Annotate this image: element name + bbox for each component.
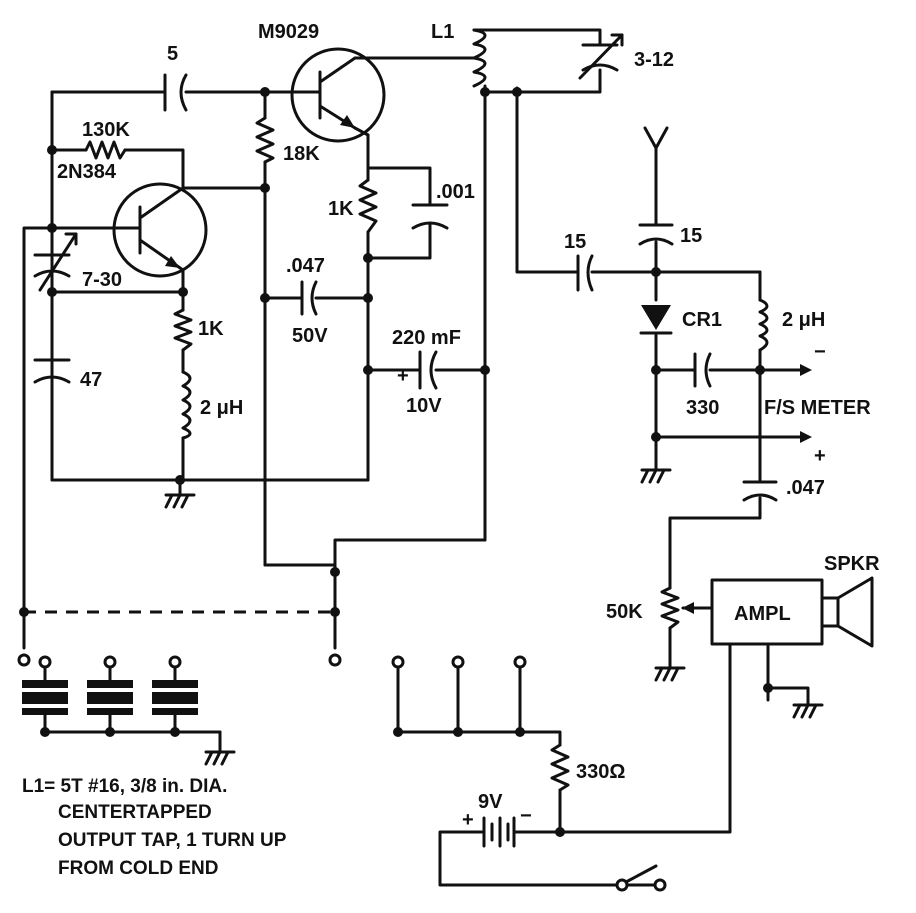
capacitor-15-coupling — [576, 254, 594, 292]
capacitor-3-12 — [578, 33, 624, 80]
label-c-47: 47 — [80, 369, 102, 391]
capacitor-5 — [163, 73, 188, 112]
inductor-2uh-q2 — [181, 370, 192, 440]
wires — [22, 28, 810, 887]
capacitor-001 — [411, 203, 449, 230]
label-l-2uh-detector: 2 μH — [782, 309, 825, 331]
note-line-4: FROM COLD END — [58, 858, 218, 879]
crystal-1 — [22, 666, 68, 715]
label-ampl: AMPL — [734, 603, 791, 625]
note-line-2: CENTERTAPPED — [58, 802, 212, 823]
label-c-5: 5 — [167, 43, 178, 65]
label-cr1: CR1 — [682, 309, 722, 331]
label-battery-9v: 9V — [478, 791, 503, 813]
label-c-15-coupling: 15 — [564, 231, 586, 253]
capacitor-330 — [693, 352, 712, 388]
label-l1: L1 — [431, 21, 454, 43]
transistor-m9029 — [290, 47, 386, 143]
resistor-1k-q2 — [173, 308, 193, 352]
capacitor-47 — [33, 290, 71, 384]
capacitor-7-30 — [33, 226, 78, 294]
label-c-047: .047 — [286, 255, 325, 277]
label-battery-plus: + — [462, 809, 474, 831]
label-r-18k: 18K — [283, 143, 320, 165]
resistor-18k — [255, 116, 275, 164]
junction-dots — [19, 87, 773, 837]
crystal-bank — [22, 666, 198, 715]
label-c-15-antenna: 15 — [680, 225, 702, 247]
label-c-001: .001 — [436, 181, 475, 203]
terminals — [17, 653, 667, 892]
label-2n384: 2N384 — [57, 161, 117, 183]
capacitor-15-antenna — [638, 223, 674, 246]
resistor-330 — [550, 743, 570, 792]
label-c-047-voltage: 50V — [292, 325, 328, 347]
label-c-220-plus: + — [397, 365, 409, 387]
capacitor-047-audio — [742, 480, 778, 502]
label-pot-50k: 50K — [606, 601, 643, 623]
label-c-220: 220 mF — [392, 327, 461, 349]
meter-arrows — [800, 364, 812, 443]
note-line-1: L1= 5T #16, 3/8 in. DIA. — [22, 776, 227, 797]
potentiometer-50k — [660, 586, 694, 630]
crystal-3 — [152, 666, 198, 715]
label-m9029: M9029 — [258, 21, 319, 43]
transistor-2n384 — [112, 182, 208, 278]
label-battery-minus: − — [520, 805, 532, 827]
speaker-icon — [820, 576, 874, 648]
label-c-3-12: 3-12 — [634, 49, 674, 71]
label-r-130k: 130K — [82, 119, 130, 141]
capacitor-047 — [300, 280, 318, 316]
label-c-220-voltage: 10V — [406, 395, 442, 417]
antenna-icon — [643, 126, 669, 150]
label-r-1k-q2: 1K — [198, 318, 224, 340]
label-r-1k-q1: 1K — [328, 198, 354, 220]
label-spkr: SPKR — [824, 553, 880, 575]
ground-icons — [164, 468, 824, 766]
power-switch — [624, 864, 658, 884]
label-c-047-audio: .047 — [786, 477, 825, 499]
label-meter-minus: − — [814, 341, 826, 363]
crystal-2 — [87, 666, 133, 715]
battery-9v — [482, 816, 516, 848]
diode-cr1 — [639, 305, 673, 335]
capacitor-220mf — [418, 350, 438, 390]
label-meter-plus: + — [814, 445, 826, 467]
resistor-130k — [84, 140, 127, 160]
label-l-2uh-q2: 2 μH — [200, 397, 243, 419]
coil-l1 — [472, 28, 487, 94]
inductor-2uh-detector — [758, 298, 769, 352]
label-r-330: 330Ω — [576, 761, 625, 783]
label-fs-meter: F/S METER — [764, 397, 871, 419]
note-line-3: OUTPUT TAP, 1 TURN UP — [58, 830, 287, 851]
label-c-330: 330 — [686, 397, 719, 419]
resistor-1k-q1 — [358, 178, 378, 234]
label-c-7-30: 7-30 — [82, 269, 122, 291]
